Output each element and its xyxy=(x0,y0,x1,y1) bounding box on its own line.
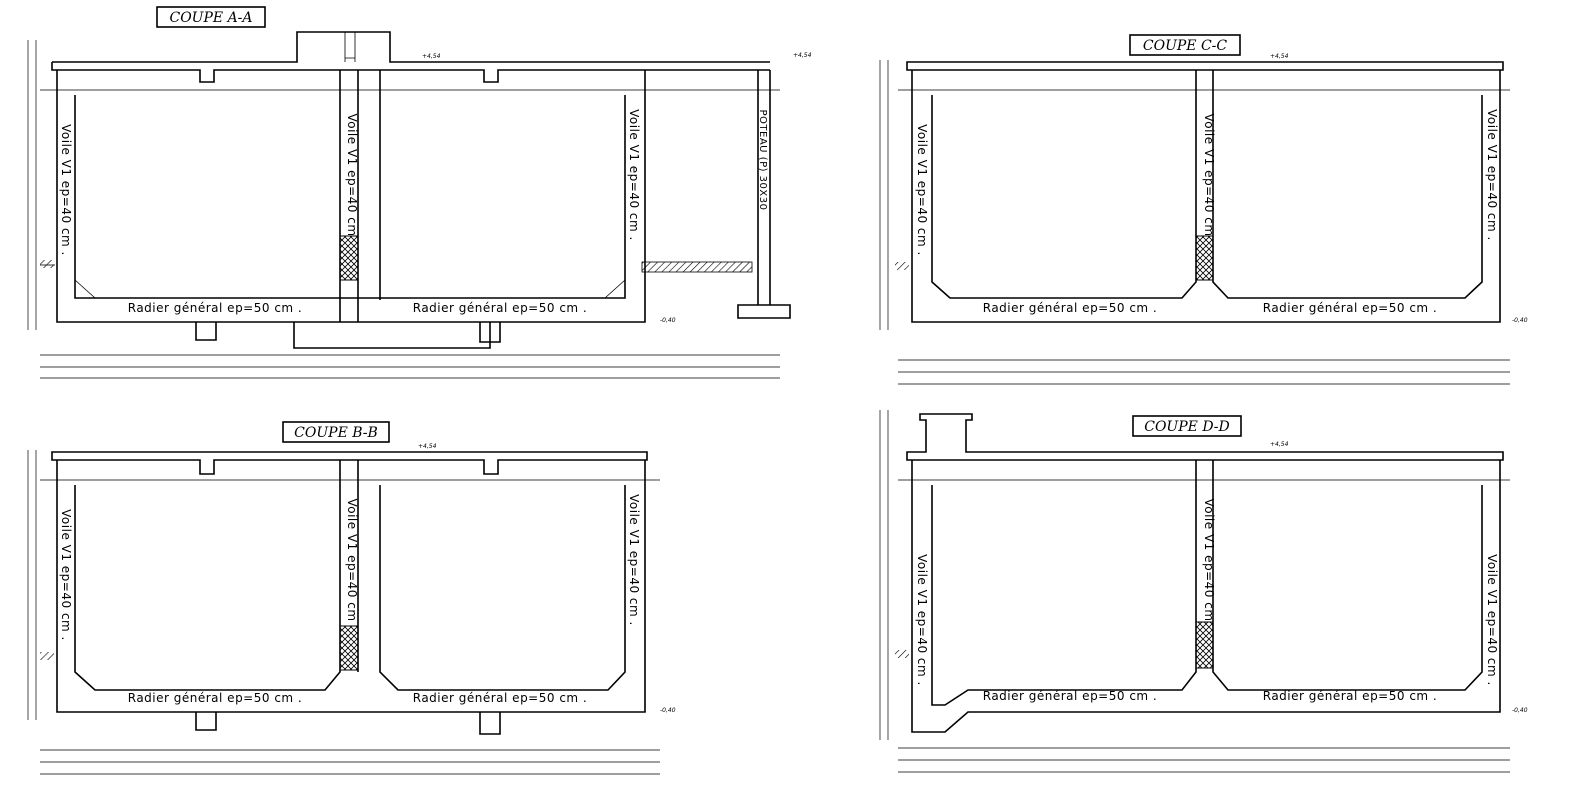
slab-right-label-d-d: Radier général ep=50 cm . xyxy=(1263,689,1438,703)
slab-left-label-b-b: Radier général ep=50 cm . xyxy=(128,691,303,705)
wall-right-label-b-b: Voile V1 ep=40 cm . xyxy=(627,494,641,626)
wall-left-label-b-b: Voile V1 ep=40 cm . xyxy=(59,509,73,641)
title-c-c: COUPE C-C xyxy=(1143,38,1228,54)
dims-a-a xyxy=(27,40,780,379)
ground-hatch-c-c xyxy=(895,262,909,270)
level-bottom-b-b: -0,40 xyxy=(660,707,676,714)
tank-outline-a-a xyxy=(56,70,646,323)
opening-hatch-b-b xyxy=(339,625,359,671)
tank-outline-d-d xyxy=(911,460,1501,733)
middle-wall-c-c xyxy=(1195,70,1214,95)
title-box-b-b xyxy=(282,421,390,443)
hatch-opening-a-a xyxy=(344,32,356,62)
wall-mid-label-c-c: Voile V1 ep=40 cm xyxy=(1202,113,1216,236)
ground-slab-a-a xyxy=(641,261,753,273)
level-top-a-a: +4,54 xyxy=(422,53,441,60)
title-box-d-d xyxy=(1132,415,1242,437)
wall-left-label-a-a: Voile V1 ep=40 cm . xyxy=(59,124,73,256)
ground-hatch-a-a xyxy=(40,260,54,268)
wall-left-label-d-d: Voile V1 ep=40 cm . xyxy=(915,554,929,686)
level-top-d-d: +4,54 xyxy=(1270,441,1289,448)
ground-hatch-d-d xyxy=(895,650,909,658)
opening-hatch-d-d xyxy=(1195,621,1214,669)
poteau-a-a xyxy=(757,70,771,305)
tank-outline-b-b xyxy=(56,460,646,713)
opening-hatch-a-a xyxy=(339,235,359,281)
opening-hatch-c-c xyxy=(1195,235,1214,281)
wall-left-label-c-c: Voile V1 ep=40 cm . xyxy=(915,124,929,256)
slab-right-label-c-c: Radier général ep=50 cm . xyxy=(1263,301,1438,315)
slab-left-label-c-c: Radier général ep=50 cm . xyxy=(983,301,1158,315)
poteau-label-a-a: POTEAU (P) 30X30 xyxy=(757,110,768,211)
title-d-d: COUPE D-D xyxy=(1144,419,1230,435)
dims-c-c xyxy=(879,60,1510,385)
bottom-beams-b-b xyxy=(195,712,501,735)
wall-mid-label-b-b: Voile V1 ep=40 cm xyxy=(345,498,359,621)
section-a-a: COUPE A-A Voile V1 ep=40 cm . Voile V1 e… xyxy=(27,6,812,379)
level-bottom-d-d: -0,40 xyxy=(1512,707,1528,714)
roof-slab-b-b xyxy=(51,451,648,475)
slab-left-label-d-d: Radier général ep=50 cm . xyxy=(983,689,1158,703)
section-d-d: COUPE D-D Voile V1 ep=40 cm . Voile V1 e… xyxy=(879,410,1528,773)
wall-mid-label-a-a: Voile V1 ep=40 cm xyxy=(345,113,359,236)
title-box-c-c xyxy=(1129,34,1241,56)
haunch-a-a xyxy=(74,279,626,299)
ground-hatch-b-b xyxy=(40,652,54,660)
dims-d-d xyxy=(879,410,1510,773)
level-top-c-c: +4,54 xyxy=(1270,53,1289,60)
section-b-b: COUPE B-B Voile V1 ep=40 cm . Voile V1 e… xyxy=(27,421,676,775)
roof-slab-d-d xyxy=(906,413,1504,461)
slab-right-label-a-a: Radier général ep=50 cm . xyxy=(413,301,588,315)
title-box-a-a xyxy=(156,6,266,28)
wall-right-label-a-a: Voile V1 ep=40 cm . xyxy=(627,109,641,241)
footing-a-a xyxy=(737,304,791,319)
level-top-b-b: +4,54 xyxy=(418,443,437,450)
inner-left-a-a xyxy=(74,95,626,299)
title-a-a: COUPE A-A xyxy=(169,10,252,26)
level-bottom-a-a: -0,40 xyxy=(660,317,676,324)
tank-outline-c-c xyxy=(911,70,1501,323)
section-c-c: COUPE C-C Voile V1 ep=40 cm . Voile V1 e… xyxy=(879,34,1528,385)
wall-mid-label-d-d: Voile V1 ep=40 cm xyxy=(1202,498,1216,621)
title-b-b: COUPE B-B xyxy=(294,425,378,441)
level-bottom-c-c: -0,40 xyxy=(1512,317,1528,324)
wall-right-label-c-c: Voile V1 ep=40 cm . xyxy=(1485,109,1499,241)
roof-slab-c-c xyxy=(906,61,1504,71)
slab-left-label-a-a: Radier général ep=50 cm . xyxy=(128,301,303,315)
middle-wall-d-d xyxy=(1195,460,1214,485)
wall-right-label-d-d: Voile V1 ep=40 cm . xyxy=(1485,554,1499,686)
bottom-beams-a-a xyxy=(195,322,501,349)
level-top2-a-a: +4,54 xyxy=(793,52,812,59)
roof-slab-a-a xyxy=(51,31,770,83)
slab-right-label-b-b: Radier général ep=50 cm . xyxy=(413,691,588,705)
dims-b-b xyxy=(27,450,660,775)
